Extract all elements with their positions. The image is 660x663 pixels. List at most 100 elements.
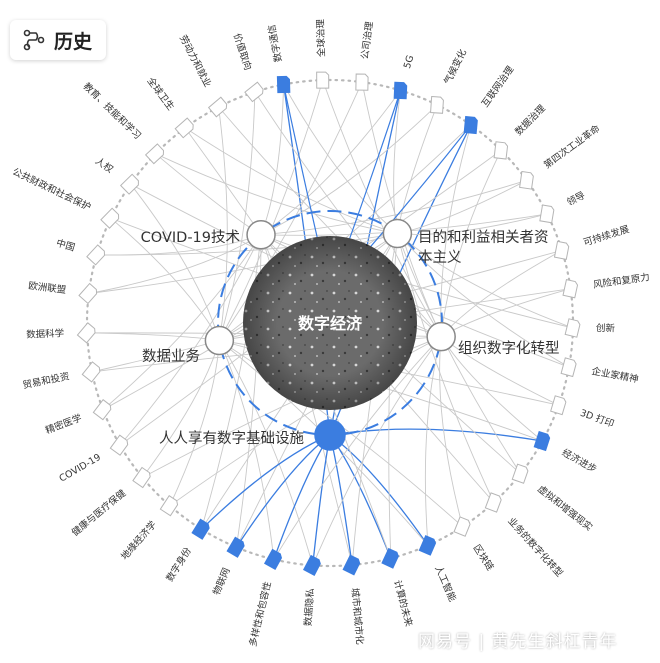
outer-node[interactable] [132, 466, 152, 489]
document-icon [533, 430, 551, 452]
outer-node[interactable] [453, 516, 471, 537]
outer-node[interactable] [86, 244, 107, 266]
inner-node-digital-infra[interactable] [314, 419, 346, 451]
outer-node[interactable] [564, 318, 581, 338]
outer-node[interactable] [560, 357, 577, 378]
outer-node-label: 创新 [596, 322, 616, 334]
outer-node[interactable] [493, 141, 509, 160]
highlighted-connection-line [273, 434, 331, 560]
document-icon [342, 554, 361, 576]
connection-line [440, 288, 571, 337]
document-icon [418, 535, 437, 556]
document-icon [430, 95, 444, 114]
inner-node-label: 人人享有数字基础设施 [159, 430, 304, 447]
outer-node[interactable] [144, 143, 166, 165]
inner-node-stakeholder[interactable] [382, 218, 413, 249]
outer-node[interactable] [562, 279, 579, 299]
outer-node[interactable] [191, 518, 211, 540]
document-icon [553, 240, 570, 260]
outer-node-label: 欧洲联盟 [28, 280, 68, 297]
outer-node[interactable] [533, 430, 551, 452]
outer-node[interactable] [226, 536, 245, 558]
document-icon [519, 170, 534, 190]
outer-node[interactable] [81, 361, 101, 383]
outer-node[interactable] [174, 117, 195, 139]
inner-node-data-business[interactable] [204, 325, 235, 356]
outer-node-label: 精密医学 [44, 412, 84, 437]
document-icon [226, 536, 245, 558]
outer-node[interactable] [263, 548, 283, 570]
outer-node[interactable] [244, 81, 265, 103]
outer-node[interactable] [342, 554, 361, 576]
document-icon [144, 143, 165, 165]
outer-node[interactable] [76, 322, 96, 344]
outer-node-label: 经济进步 [560, 447, 599, 476]
history-button[interactable]: 历史 [10, 20, 106, 60]
outer-node[interactable] [550, 395, 567, 416]
document-icon [453, 516, 471, 537]
document-icon [493, 141, 509, 160]
outer-node-label: 价值取向 [231, 32, 254, 72]
document-icon [132, 466, 151, 489]
outer-node-label: 多样性和包容性 [247, 580, 274, 648]
outer-node[interactable] [303, 554, 322, 576]
outer-node[interactable] [316, 71, 330, 89]
inner-node-org-transformation[interactable] [426, 321, 456, 352]
connection-line [96, 233, 398, 256]
outer-node[interactable] [78, 282, 99, 305]
outer-node-label: 计算的未来 [391, 579, 415, 628]
outer-node[interactable] [463, 115, 478, 135]
document-icon [119, 173, 139, 195]
document-icon [76, 322, 96, 344]
outer-node-label: COVID-19 [58, 452, 103, 485]
outer-node-label: 虚拟和增强现实 [535, 483, 595, 534]
outer-node[interactable] [393, 81, 408, 100]
outer-node-label: 健康与医疗保健 [69, 487, 128, 539]
inner-node-label: 数据业务 [142, 348, 200, 365]
outer-node[interactable] [418, 535, 437, 556]
document-icon [393, 81, 408, 100]
center-node[interactable]: 数字经济 [243, 236, 417, 410]
outer-node-label: 数据治理 [513, 102, 549, 138]
watermark-text: 网易号 | 黄先生斜杠青年 [418, 631, 618, 652]
outer-node[interactable] [109, 434, 129, 456]
document-icon [463, 115, 478, 135]
connection-line [440, 150, 502, 337]
outer-node[interactable] [381, 547, 400, 569]
outer-node[interactable] [519, 170, 534, 190]
outer-node[interactable] [539, 204, 555, 224]
connection-line [219, 81, 363, 341]
outer-node[interactable] [430, 95, 444, 114]
outer-node[interactable] [100, 207, 121, 229]
outer-node[interactable] [553, 240, 570, 260]
outer-node[interactable] [119, 173, 141, 195]
connection-line [155, 153, 262, 236]
history-flow-icon [22, 28, 46, 52]
outer-node[interactable] [207, 96, 229, 118]
outer-node[interactable] [511, 463, 529, 484]
outer-node[interactable] [92, 398, 112, 421]
connection-line [273, 336, 442, 560]
outer-node-label: 人工智能 [432, 564, 459, 604]
outer-node[interactable] [355, 73, 369, 91]
outer-node[interactable] [159, 495, 179, 517]
outer-node-label: 贸易和投资 [22, 370, 71, 391]
connection-line [130, 183, 220, 341]
outer-node[interactable] [276, 75, 291, 94]
inner-node-covid-tech[interactable] [246, 219, 276, 250]
document-icon [174, 117, 194, 139]
outer-node[interactable] [484, 492, 502, 513]
connection-line [218, 91, 256, 341]
document-icon [316, 71, 330, 89]
outer-node-label: 全球卫生 [144, 75, 177, 113]
document-icon [564, 318, 581, 338]
document-icon [81, 361, 101, 383]
connection-line [218, 106, 228, 341]
connection-line [200, 234, 262, 530]
document-icon [109, 434, 129, 456]
highlighted-connection-line [329, 434, 353, 566]
history-label: 历史 [54, 30, 93, 53]
outer-node-label: 城市和城市化 [349, 587, 366, 645]
